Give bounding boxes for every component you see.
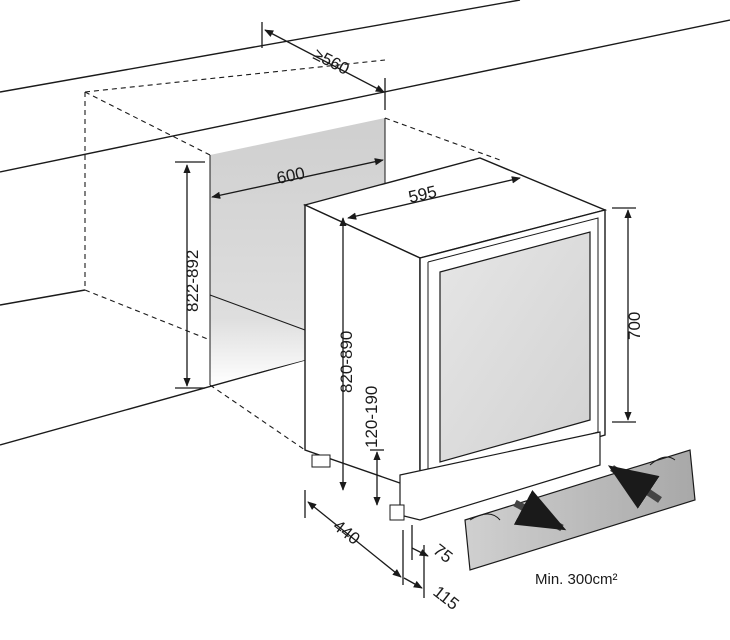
dim-appliance-height-range: 820-890 bbox=[337, 331, 356, 393]
dim-depth-115: 115 bbox=[430, 582, 463, 614]
airflow-out-arrow bbox=[513, 489, 567, 532]
dim-depth-75: 75 bbox=[430, 540, 457, 567]
airflow-in-arrow bbox=[607, 465, 662, 509]
dim-depth-440: 440 bbox=[330, 516, 364, 548]
dim-niche-height: 822-892 bbox=[183, 250, 202, 312]
dim-depth-min: ≥560 bbox=[310, 45, 352, 79]
worktop bbox=[0, 0, 730, 446]
door-glass bbox=[439, 231, 591, 463]
dim-plinth-height: 120-190 bbox=[362, 386, 381, 448]
wine-cooler bbox=[302, 157, 608, 521]
dim-appliance-height: 700 bbox=[625, 312, 644, 340]
ventilation-label: Min. 300cm² bbox=[535, 571, 618, 588]
